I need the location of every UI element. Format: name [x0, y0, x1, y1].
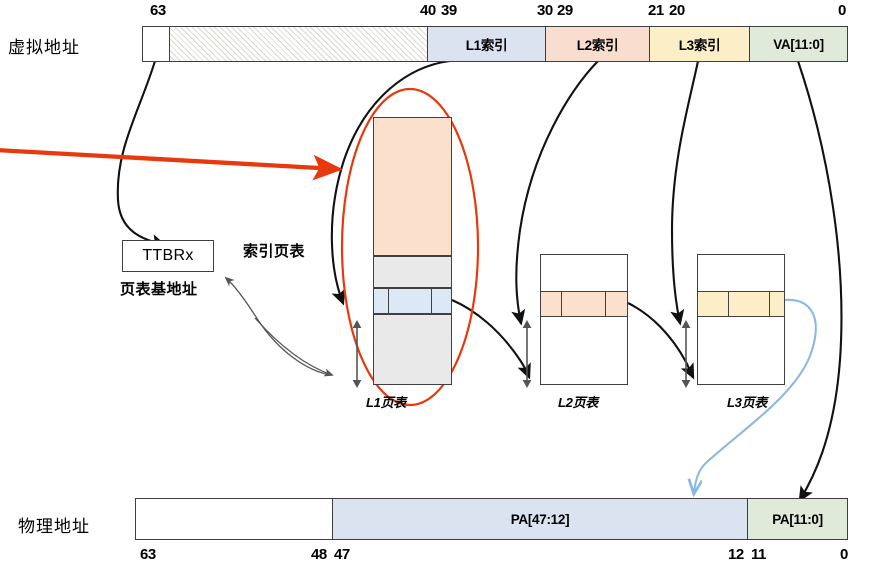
l2-page-table [540, 254, 628, 385]
connector-l3index-to-l3table [670, 60, 700, 326]
l1-region-lower [373, 314, 452, 385]
va-bit-label: 29 [557, 2, 573, 19]
l1-selected-entry-cell [387, 289, 431, 313]
va-segment-l2-index: L2索引 [546, 26, 650, 62]
va-segment-label: L3索引 [678, 38, 721, 53]
pa-bit-label: 12 [728, 546, 744, 563]
l3-selected-entry-cell [728, 292, 769, 316]
pa-bit-label: 11 [751, 546, 766, 563]
va-bit-label: 30 [537, 2, 553, 19]
l1-region-mid-cell [374, 257, 451, 287]
physical-address-row-label: 物理地址 [18, 517, 90, 536]
pa-bit-label: 48 [311, 546, 327, 563]
l1-region-lower-cell [374, 315, 451, 384]
ttbrx-box[interactable]: TTBRx [122, 240, 214, 272]
l2-selected-entry-cell [541, 292, 561, 316]
connector-vaoffset-to-paoffset [797, 60, 843, 503]
pa-segment-label: PA[47:12] [510, 511, 570, 527]
connector-l1index-to-l1table [330, 59, 451, 306]
virtual-address-bar: L1索引 L2索引 L3索引 VA[11:0] [0, 26, 885, 62]
span-indicator-l3 [681, 320, 691, 388]
pa-segment-pa-reserved [135, 498, 333, 540]
va-bit-label: 39 [441, 2, 457, 19]
va-segment-label: VA[11:0] [773, 36, 824, 52]
l1-page-table-label: L1页表 [366, 395, 406, 410]
physical-address-bar: PA[47:12] PA[11:0] [0, 498, 885, 540]
pa-segment-pa-frame: PA[47:12] [333, 498, 748, 540]
l3-page-table [697, 254, 785, 385]
l1-region-upper-cell [374, 118, 451, 255]
connector-l1entry-to-l2table [451, 299, 531, 380]
highlight-ellipse-l1 [340, 87, 480, 407]
connector-l2entry-to-l3table [627, 302, 695, 380]
connector-ttbrx-to-l1table [224, 276, 331, 376]
va-bit-label: 21 [648, 2, 664, 19]
va-segment-l3-index: L3索引 [650, 26, 750, 62]
l3-selected-entry-cell [698, 292, 728, 316]
l1-selected-entry [373, 288, 452, 314]
va-segment-unused-hatched [170, 26, 428, 62]
ttbrx-label: TTBRx [142, 247, 194, 264]
arrow-external-highlight [0, 148, 344, 181]
va-segment-reserved-high [142, 26, 170, 62]
l2-selected-entry-cell [604, 292, 627, 316]
pa-segment-label: PA[11:0] [772, 511, 823, 527]
l3-page-table-label: L3页表 [727, 395, 767, 410]
span-indicator-l1 [352, 320, 362, 388]
connector-va63-to-ttbrx [116, 60, 167, 248]
l2-selected-entry [540, 291, 628, 317]
l1-region-upper [373, 117, 452, 256]
connector-l3entry-to-paframe [694, 298, 817, 492]
va-bit-label: 63 [150, 2, 166, 19]
connector-ttbrx-to-l1table-head [254, 317, 334, 377]
va-segment-l1-index: L1索引 [428, 26, 546, 62]
l1-selected-entry-cell [374, 289, 388, 313]
l1-region-mid [373, 256, 452, 288]
pa-bit-label: 47 [334, 546, 350, 563]
l2-selected-entry-cell [560, 292, 605, 316]
pagetable-base-note: 页表基地址 [120, 281, 198, 298]
connector-l2index-to-l2table [511, 60, 599, 326]
pa-bit-label: 0 [840, 546, 848, 563]
l2-page-table-label: L2页表 [558, 395, 598, 410]
va-segment-va-offset: VA[11:0] [750, 26, 848, 62]
va-segment-label: L1索引 [465, 38, 508, 53]
va-bit-label: 20 [669, 2, 685, 19]
va-bit-label: 0 [838, 2, 846, 19]
index-pagetable-note: 索引页表 [243, 243, 306, 260]
va-bit-label: 40 [420, 2, 436, 19]
l1-selected-entry-cell [430, 289, 451, 313]
span-indicator-l2 [522, 320, 532, 388]
l3-selected-entry [697, 291, 785, 317]
l3-selected-entry-cell [769, 292, 784, 316]
virtual-address-row-label: 虚拟地址 [8, 38, 80, 57]
pa-segment-pa-offset: PA[11:0] [748, 498, 848, 540]
pa-bit-label: 63 [140, 546, 156, 563]
va-segment-label: L2索引 [576, 38, 619, 53]
